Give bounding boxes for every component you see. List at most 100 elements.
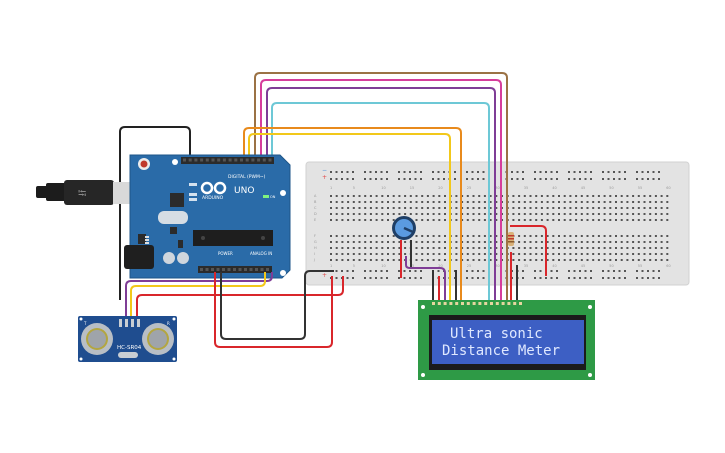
rail-hole	[330, 171, 332, 173]
rail-hole	[584, 270, 587, 272]
header-pin	[233, 268, 236, 271]
potentiometer[interactable]	[392, 216, 416, 240]
breadboard-hole	[472, 247, 475, 249]
rail-hole	[545, 277, 547, 279]
breadboard-hole	[626, 213, 629, 215]
rail-hole	[556, 178, 558, 180]
breadboard-hole	[369, 259, 372, 261]
breadboard-hole	[455, 207, 458, 209]
breadboard-hole	[563, 219, 566, 221]
sensor-pin	[131, 319, 134, 327]
breadboard-hole	[615, 201, 617, 203]
breadboard-hole	[335, 201, 338, 203]
breadboard-hole	[358, 219, 361, 221]
breadboard-hole	[466, 241, 469, 243]
lcd-pin	[484, 302, 488, 305]
breadboard-hole	[387, 201, 389, 203]
breadboard-hole	[409, 195, 412, 197]
breadboard-hole	[381, 207, 384, 209]
digital-label: DIGITAL (PWM~)	[228, 174, 266, 180]
rail-hole	[454, 171, 456, 173]
rail-plus-bottom: +	[322, 272, 327, 279]
breadboard-hole	[398, 201, 401, 203]
breadboard-hole	[341, 219, 344, 221]
rail-hole	[658, 277, 660, 279]
breadboard-hole	[518, 259, 521, 261]
breadboard-hole	[455, 247, 458, 249]
rail-hole	[335, 178, 338, 180]
breadboard-hole	[495, 247, 498, 249]
breadboard-hole	[592, 195, 595, 197]
header-pin	[234, 158, 238, 162]
breadboard-hole	[364, 195, 367, 197]
rail-hole	[403, 171, 406, 173]
header-pin	[211, 158, 215, 162]
breadboard-hole	[518, 207, 521, 209]
breadboard-hole	[421, 195, 424, 197]
wire-black-gnd-loop	[119, 126, 191, 300]
breadboard-hole	[615, 219, 617, 221]
breadboard-hole	[438, 207, 441, 209]
breadboard-hole	[455, 213, 458, 215]
breadboard-hole	[649, 235, 652, 237]
breadboard-hole	[529, 201, 532, 203]
breadboard-hole	[330, 213, 332, 215]
arduino-model: UNO	[234, 186, 254, 196]
breadboard-hole	[438, 219, 441, 221]
breadboard-hole	[632, 253, 635, 255]
breadboard-hole	[609, 219, 612, 221]
breadboard-hole	[535, 259, 538, 261]
breadboard-hole	[563, 259, 566, 261]
breadboard-hole	[558, 201, 560, 203]
breadboard-hole	[552, 219, 555, 221]
breadboard-hole	[404, 195, 407, 197]
breadboard-hole	[387, 219, 389, 221]
rail-hole	[613, 277, 615, 279]
row-letter: C	[314, 206, 317, 210]
breadboard-hole	[426, 247, 429, 249]
breadboard-hole	[558, 235, 560, 237]
breadboard-hole	[415, 219, 418, 221]
ultrasonic-sensor: T R HC-SR04	[78, 316, 177, 362]
breadboard-hole	[512, 207, 515, 209]
breadboard-hole	[523, 253, 526, 255]
breadboard-hole	[421, 213, 424, 215]
power-analog-header	[200, 268, 269, 271]
rail-hole	[641, 270, 644, 272]
rail-hole	[522, 171, 524, 173]
breadboard-hole	[330, 247, 332, 249]
rail-hole	[341, 171, 343, 173]
breadboard-hole	[455, 219, 458, 221]
breadboard-hole	[597, 213, 600, 215]
breadboard-hole	[649, 195, 652, 197]
header-pin	[200, 268, 203, 271]
breadboard-hole	[546, 247, 549, 249]
breadboard-hole	[569, 259, 572, 261]
rail-hole	[375, 270, 377, 272]
breadboard-hole	[512, 219, 515, 221]
rail-hole	[398, 171, 400, 173]
breadboard-hole	[432, 195, 435, 197]
breadboard-hole	[637, 253, 640, 255]
breadboard-hole	[546, 207, 549, 209]
rail-hole	[420, 178, 422, 180]
rail-minus-top: −	[322, 167, 327, 174]
breadboard-hole	[415, 213, 418, 215]
breadboard-hole	[398, 253, 401, 255]
rail-hole	[482, 178, 485, 180]
column-number: 15	[410, 264, 414, 268]
header-pin	[183, 158, 186, 162]
breadboard-hole	[523, 259, 526, 261]
rail-hole	[477, 171, 479, 173]
breadboard-hole	[620, 195, 623, 197]
breadboard-hole	[352, 201, 355, 203]
breadboard-wires	[400, 225, 547, 300]
breadboard-hole	[478, 259, 481, 261]
breadboard-hole	[540, 235, 543, 237]
breadboard-hole	[341, 195, 344, 197]
breadboard-hole	[586, 195, 589, 197]
breadboard-hole	[597, 219, 600, 221]
breadboard-hole	[580, 247, 583, 249]
rail-hole	[658, 270, 660, 272]
breadboard-hole	[529, 195, 532, 197]
